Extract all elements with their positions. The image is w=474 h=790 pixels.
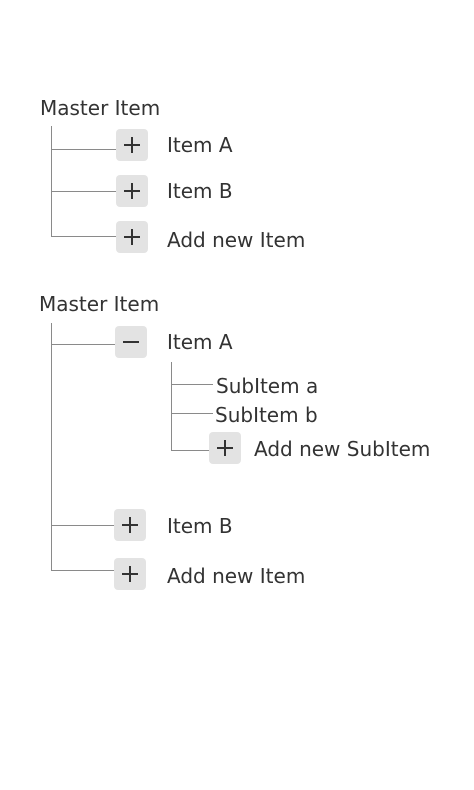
add-new-item-label: Add new Item — [167, 228, 306, 252]
item-a-label: Item A — [167, 330, 233, 354]
add-new-subitem-label: Add new SubItem — [254, 437, 431, 461]
subtree-connector-vertical — [171, 362, 172, 451]
plus-icon — [124, 137, 140, 153]
plus-icon — [122, 517, 138, 533]
expand-item-b-button[interactable] — [114, 509, 146, 541]
tree-connector-horizontal — [51, 344, 117, 345]
add-new-subitem-button[interactable] — [209, 432, 241, 464]
tree-connector-horizontal — [51, 570, 117, 571]
plus-icon — [217, 440, 233, 456]
tree-connector-horizontal — [51, 525, 117, 526]
item-b-label: Item B — [167, 514, 233, 538]
add-new-item-button[interactable] — [114, 558, 146, 590]
plus-icon — [124, 183, 140, 199]
add-new-item-label: Add new Item — [167, 564, 306, 588]
subtree-connector-horizontal — [171, 450, 211, 451]
plus-icon — [122, 566, 138, 582]
tree-connector-horizontal — [51, 236, 117, 237]
item-a-label: Item A — [167, 133, 233, 157]
master-item-title: Master Item — [39, 292, 160, 316]
item-b-label: Item B — [167, 179, 233, 203]
expand-item-a-button[interactable] — [116, 129, 148, 161]
subtree-connector-horizontal — [171, 384, 213, 385]
tree-connector-horizontal — [51, 191, 117, 192]
tree-connector-vertical — [51, 126, 52, 237]
add-new-item-button[interactable] — [116, 221, 148, 253]
master-item-title: Master Item — [40, 96, 161, 120]
subtree-connector-horizontal — [171, 413, 213, 414]
subitem-b-label: SubItem b — [215, 403, 318, 427]
tree-connector-horizontal — [51, 149, 117, 150]
minus-icon — [123, 341, 139, 343]
expand-item-b-button[interactable] — [116, 175, 148, 207]
plus-icon — [124, 229, 140, 245]
tree-connector-vertical — [51, 323, 52, 571]
subitem-a-label: SubItem a — [216, 374, 319, 398]
collapse-item-a-button[interactable] — [115, 326, 147, 358]
